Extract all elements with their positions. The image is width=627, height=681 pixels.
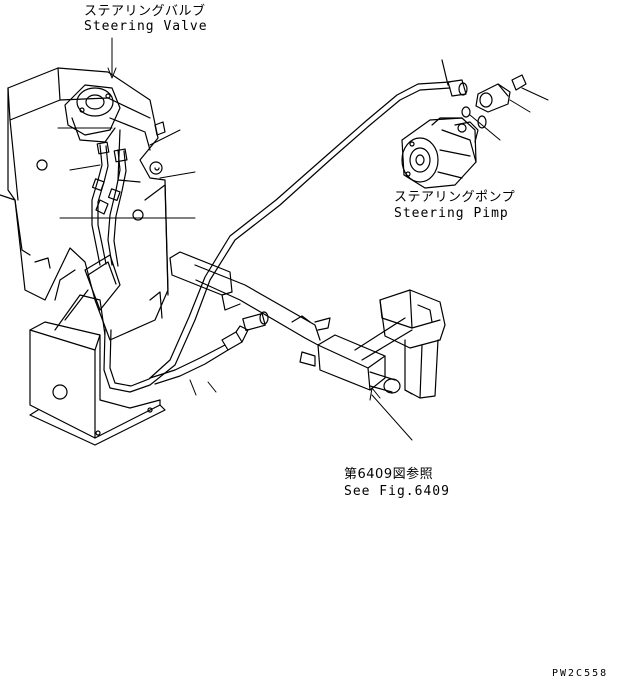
- figure-reference-label-jp: 第6409図参照: [344, 467, 434, 482]
- steering-cylinder: [169, 251, 446, 399]
- steering-valve-label-jp: ステアリングバルブ: [84, 4, 206, 19]
- hydraulic-lines: [103, 59, 451, 393]
- drawing-code: PW2C558: [552, 668, 609, 679]
- steering-column-frame: [0, 67, 169, 341]
- leader-lines: [57, 37, 549, 441]
- hose-fitting: [221, 311, 269, 351]
- figure-reference-label-en: See Fig.6409: [344, 484, 450, 499]
- pipe-fitting: [447, 79, 468, 97]
- steering-valve-body: [64, 84, 121, 143]
- steering-pump-label-jp: ステアリングポンプ: [394, 190, 516, 205]
- pump-connector-fittings: [461, 74, 527, 129]
- column-pedestal: [29, 254, 166, 446]
- steering-valve-label-en: Steering Valve: [84, 19, 208, 34]
- valve-hoses: [91, 141, 128, 267]
- steering-pump-label-en: Steering Pimp: [394, 206, 509, 221]
- steering-pump: [401, 117, 479, 189]
